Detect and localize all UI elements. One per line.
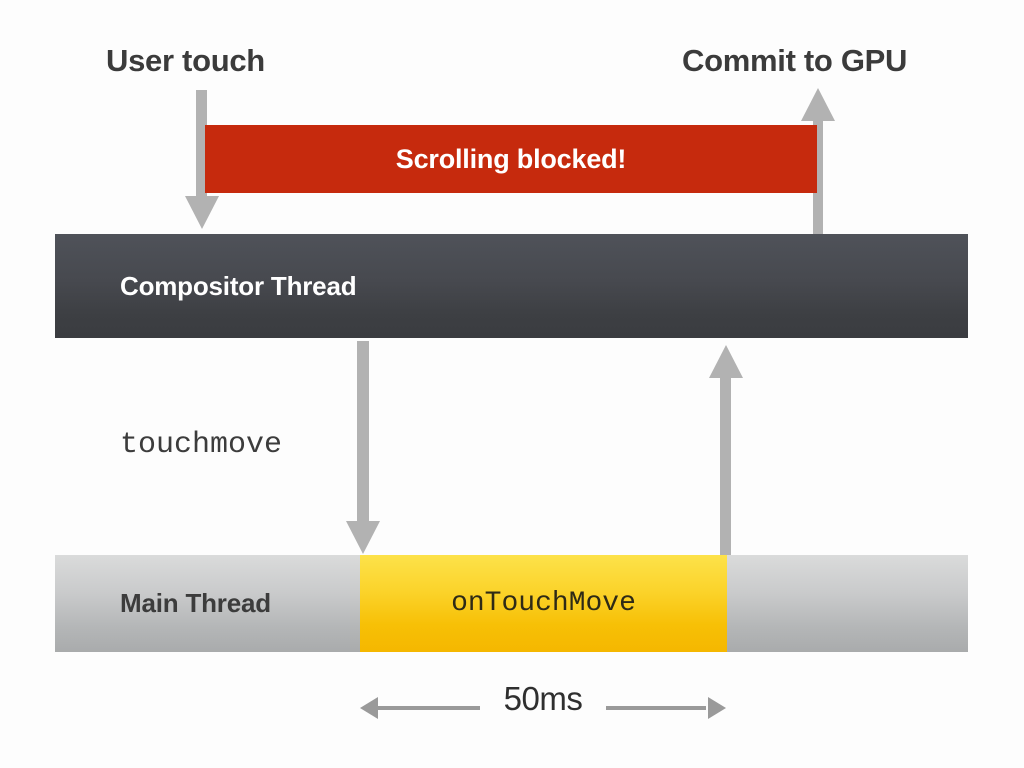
on-touch-move-task-block: onTouchMove	[360, 555, 727, 652]
duration-measure: 50ms	[360, 680, 726, 731]
return-arrow-shaft	[720, 376, 731, 556]
duration-label: 50ms	[503, 680, 583, 717]
commit-to-gpu-arrow-shaft	[813, 118, 823, 234]
commit-to-gpu-arrow-up-icon	[801, 88, 835, 121]
touchmove-event-label: touchmove	[120, 428, 283, 462]
user-touch-label: User touch	[106, 43, 265, 78]
compositor-thread-lane: Compositor Thread	[55, 234, 968, 338]
measure-line-right	[606, 706, 706, 710]
user-touch-arrow-shaft	[196, 90, 207, 200]
scrolling-blocked-bar: Scrolling blocked!	[205, 125, 817, 193]
main-thread-lane: Main Thread onTouchMove	[55, 555, 968, 652]
touchmove-arrow-down-icon	[346, 521, 380, 554]
main-thread-label: Main Thread	[120, 588, 271, 618]
measure-arrow-left-icon	[360, 697, 378, 719]
measure-arrow-right-icon	[708, 697, 726, 719]
commit-to-gpu-label: Commit to GPU	[682, 43, 908, 78]
touchmove-arrow-shaft	[357, 341, 369, 527]
scrolling-blocked-label: Scrolling blocked!	[395, 143, 627, 174]
compositor-thread-label: Compositor Thread	[120, 270, 357, 301]
return-arrow-up-icon	[709, 345, 743, 378]
measure-line-left	[376, 706, 480, 710]
on-touch-move-label: onTouchMove	[451, 588, 636, 619]
user-touch-arrow-down-icon	[185, 196, 219, 229]
